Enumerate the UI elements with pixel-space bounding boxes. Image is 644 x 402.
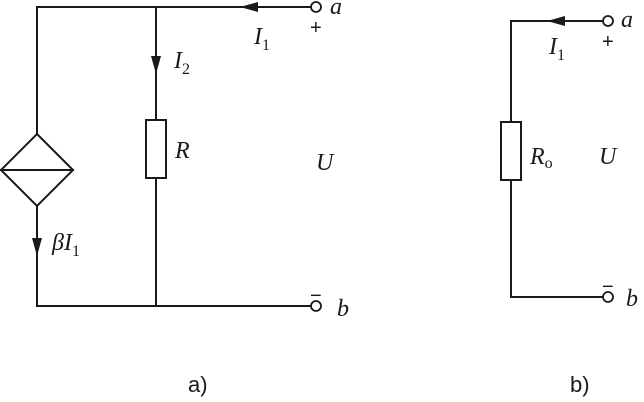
current-i1-label-b: I1 [548, 34, 565, 64]
plus-sign-b: + [602, 31, 614, 53]
current-i1-sub-a: 1 [262, 37, 270, 54]
caption-a: a) [188, 372, 208, 397]
current-i2-sub: 2 [182, 61, 190, 78]
current-i2-symbol: I [173, 48, 183, 74]
i1-arrow-a [240, 2, 258, 12]
current-i1-label-a: I1 [253, 24, 270, 54]
resistor-ro-label: Ro [529, 144, 553, 172]
i1-arrow-b [547, 16, 565, 26]
terminal-b-label-a: b [337, 296, 349, 322]
beta-i1-arrow [32, 238, 42, 256]
resistor-ro-symbol: R [529, 144, 545, 170]
plus-sign-a: + [310, 17, 322, 39]
resistor-r-label: R [174, 138, 190, 164]
terminal-b-circuit-b[interactable] [602, 291, 614, 303]
current-i2-label: I2 [173, 48, 190, 78]
terminal-a-label-a: a [330, 0, 342, 20]
terminal-a-label-b: a [621, 7, 633, 33]
terminal-b-circuit-a[interactable] [310, 300, 322, 312]
minus-sign-a: − [310, 285, 322, 307]
i2-arrow [151, 56, 161, 74]
circuit-b: a b + − U I1 Ro b) [500, 7, 638, 397]
resistor-ro [500, 121, 522, 181]
caption-b: b) [570, 372, 590, 397]
beta-i1-symbol: βI [51, 230, 73, 256]
beta-i1-label: βI1 [51, 230, 80, 260]
terminal-a-circuit-b[interactable] [602, 15, 614, 27]
circuit-a: a b + − U I1 I2 R βI1 a) [0, 0, 349, 397]
resistor-ro-sub: o [545, 155, 553, 172]
current-i1-symbol-a: I [253, 24, 263, 50]
current-i1-sub-b: 1 [557, 47, 565, 64]
beta-i1-sub: 1 [72, 243, 80, 260]
terminal-a-circuit-a[interactable] [310, 1, 322, 13]
terminal-b-label-b: b [626, 286, 638, 312]
minus-sign-b: − [602, 276, 614, 298]
voltage-u-b: U [599, 144, 618, 170]
voltage-u-a: U [316, 150, 335, 176]
resistor-r [145, 119, 167, 179]
current-i1-symbol-b: I [548, 34, 558, 60]
